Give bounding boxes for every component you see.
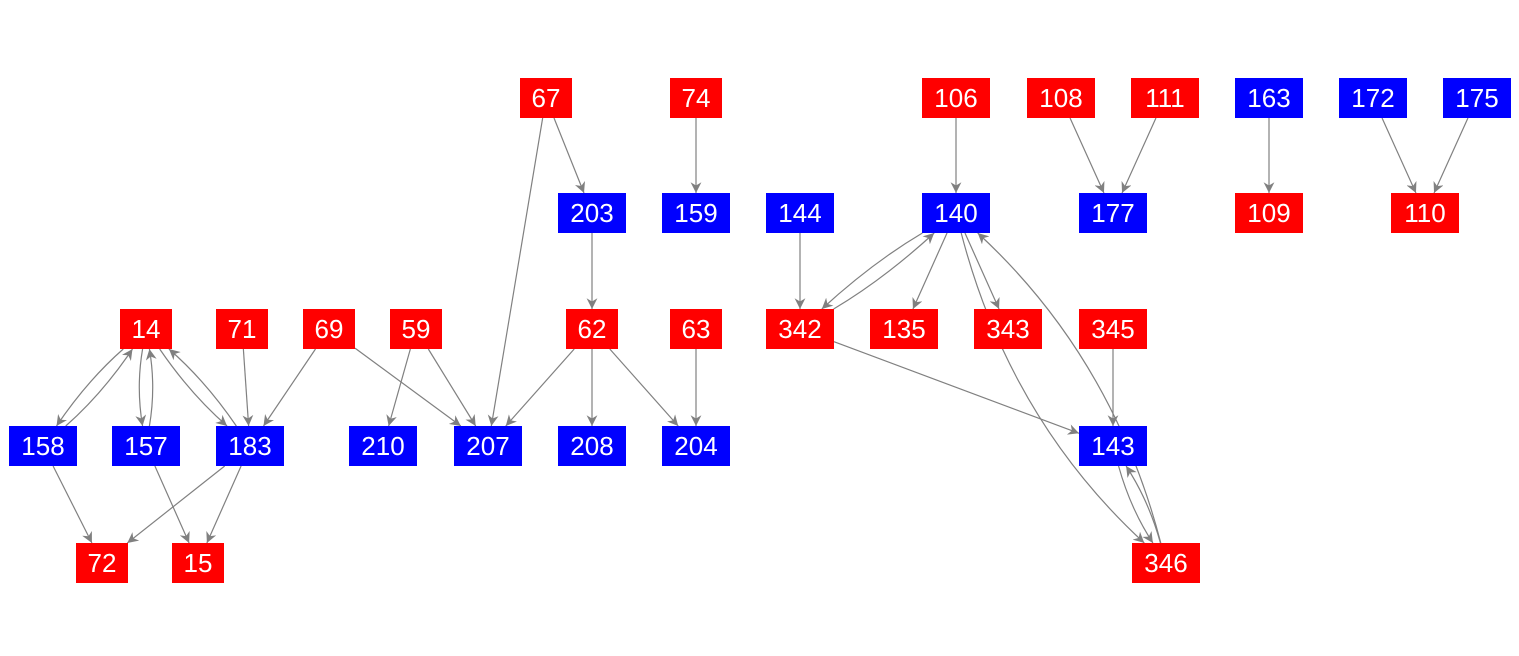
node-175[interactable]: 175 [1443, 78, 1511, 118]
node-172[interactable]: 172 [1339, 78, 1407, 118]
node-204[interactable]: 204 [662, 426, 730, 466]
edge-14-to-183 [159, 348, 228, 427]
edge-183-to-15 [206, 465, 242, 544]
node-177[interactable]: 177 [1079, 193, 1147, 233]
edge-158-to-14 [65, 348, 133, 427]
node-74[interactable]: 74 [670, 78, 722, 118]
node-59[interactable]: 59 [390, 309, 442, 349]
edge-157-to-15 [154, 465, 190, 544]
node-106[interactable]: 106 [922, 78, 990, 118]
edge-143-to-346 [1117, 465, 1154, 544]
node-183[interactable]: 183 [216, 426, 284, 466]
node-135[interactable]: 135 [870, 309, 938, 349]
edge-140-to-342 [821, 232, 923, 310]
node-111[interactable]: 111 [1131, 78, 1199, 118]
node-345[interactable]: 345 [1079, 309, 1147, 349]
node-140[interactable]: 140 [922, 193, 990, 233]
edge-140-to-135 [912, 232, 948, 310]
edge-342-to-140 [833, 232, 935, 310]
node-67[interactable]: 67 [520, 78, 572, 118]
edge-346-to-143 [1125, 465, 1162, 544]
edge-67-to-203 [553, 117, 586, 194]
edge-67-to-207 [487, 117, 544, 427]
edge-14-to-157 [135, 348, 147, 427]
edge-108-to-177 [1069, 117, 1105, 194]
edge-183-to-72 [126, 465, 226, 544]
edge-14-to-158 [56, 348, 124, 427]
node-15[interactable]: 15 [172, 543, 224, 583]
edge-69-to-183 [263, 348, 316, 427]
edge-62-to-207 [505, 348, 575, 427]
node-159[interactable]: 159 [662, 193, 730, 233]
node-144[interactable]: 144 [766, 193, 834, 233]
edge-157-to-14 [145, 348, 157, 427]
node-71[interactable]: 71 [216, 309, 268, 349]
node-63[interactable]: 63 [670, 309, 722, 349]
node-108[interactable]: 108 [1027, 78, 1095, 118]
node-69[interactable]: 69 [303, 309, 355, 349]
edge-175-to-110 [1433, 117, 1469, 194]
node-343[interactable]: 343 [974, 309, 1042, 349]
edge-62-to-204 [609, 348, 679, 427]
edge-140-to-346 [960, 232, 1145, 544]
edge-172-to-110 [1381, 117, 1417, 194]
edge-158-to-72 [52, 465, 93, 544]
edge-346-to-140 [977, 232, 1162, 544]
node-342[interactable]: 342 [766, 309, 834, 349]
node-210[interactable]: 210 [349, 426, 417, 466]
edge-111-to-177 [1121, 117, 1157, 194]
node-163[interactable]: 163 [1235, 78, 1303, 118]
node-110[interactable]: 110 [1391, 193, 1459, 233]
node-207[interactable]: 207 [454, 426, 522, 466]
node-157[interactable]: 157 [112, 426, 180, 466]
node-109[interactable]: 109 [1235, 193, 1303, 233]
node-72[interactable]: 72 [76, 543, 128, 583]
node-203[interactable]: 203 [558, 193, 626, 233]
node-346[interactable]: 346 [1132, 543, 1200, 583]
node-14[interactable]: 14 [120, 309, 172, 349]
edge-140-to-343 [964, 232, 1000, 310]
node-208[interactable]: 208 [558, 426, 626, 466]
edge-342-to-143 [833, 341, 1080, 435]
edge-183-to-14 [168, 348, 237, 427]
edge-69-to-207 [354, 347, 462, 427]
edge-71-to-183 [242, 348, 254, 427]
node-158[interactable]: 158 [9, 426, 77, 466]
edge-59-to-210 [386, 348, 411, 427]
edge-59-to-207 [427, 348, 477, 427]
node-143[interactable]: 143 [1079, 426, 1147, 466]
node-62[interactable]: 62 [566, 309, 618, 349]
